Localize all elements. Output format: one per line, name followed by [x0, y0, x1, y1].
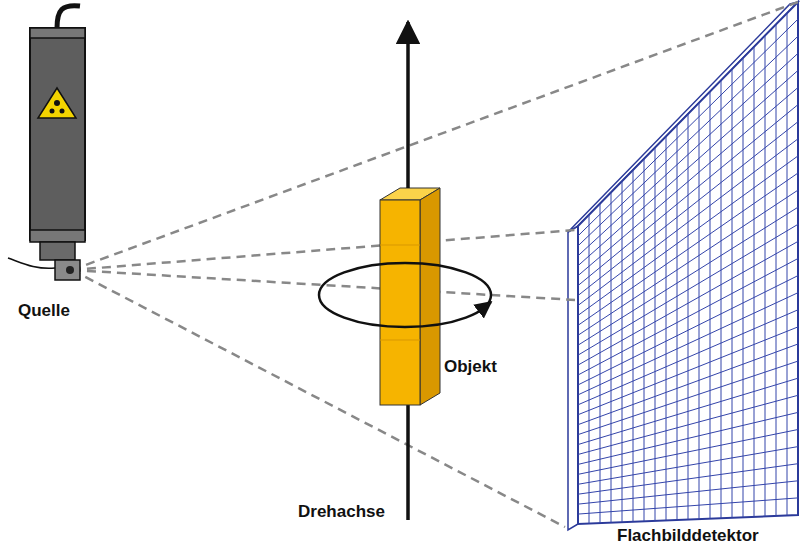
object-label: Objekt	[444, 358, 497, 377]
axis-lower	[406, 400, 410, 520]
beam-lines	[72, 2, 798, 527]
object-block	[380, 188, 440, 405]
detector-grid	[578, 13, 798, 523]
flat-panel-detector	[578, 2, 798, 524]
source-label: Quelle	[18, 302, 70, 321]
axis-upper	[406, 22, 410, 188]
detector-label: Flachbilddetektor	[617, 527, 759, 546]
rotation-arrow	[478, 302, 491, 312]
detector-side	[568, 226, 578, 530]
x-ray-source	[8, 6, 85, 280]
rotation-ellipse	[319, 263, 491, 327]
axis-label: Drehachse	[298, 503, 385, 522]
